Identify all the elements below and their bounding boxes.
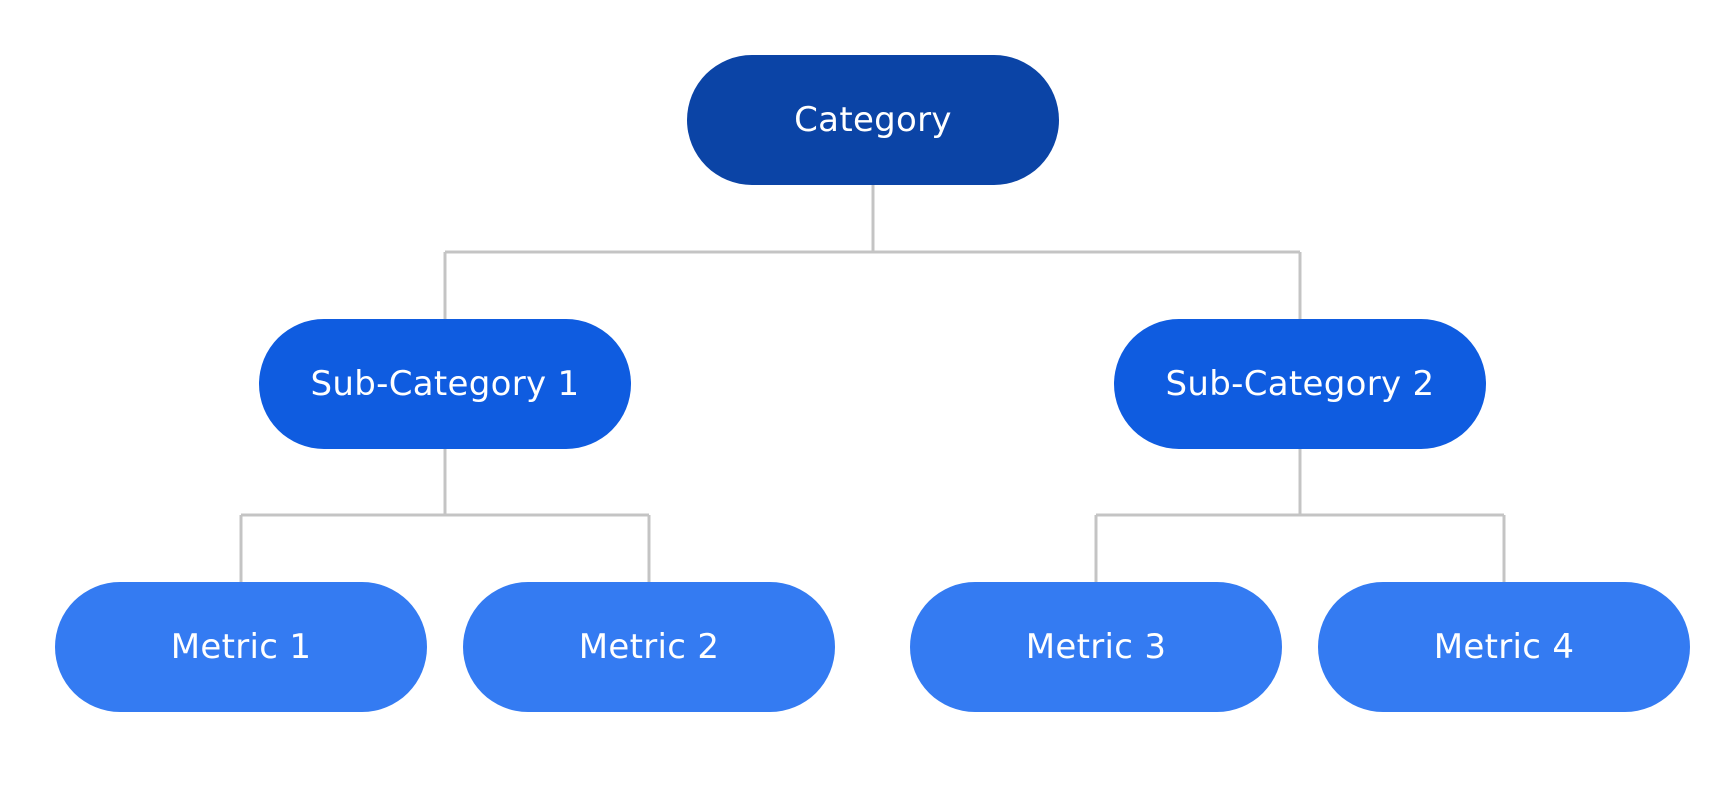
node-metric-3-label: Metric 3 [1025,627,1167,667]
node-metric-3: Metric 3 [910,582,1282,712]
node-category-label: Category [794,100,952,140]
node-subcategory-1: Sub-Category 1 [259,319,631,449]
node-metric-4-label: Metric 4 [1433,627,1575,667]
node-metric-4: Metric 4 [1318,582,1690,712]
node-category: Category [687,55,1059,185]
node-metric-1: Metric 1 [55,582,427,712]
node-subcategory-2: Sub-Category 2 [1114,319,1486,449]
node-subcategory-1-label: Sub-Category 1 [310,364,580,404]
node-metric-2-label: Metric 2 [578,627,720,667]
node-metric-1-label: Metric 1 [170,627,312,667]
node-subcategory-2-label: Sub-Category 2 [1165,364,1435,404]
node-metric-2: Metric 2 [463,582,835,712]
